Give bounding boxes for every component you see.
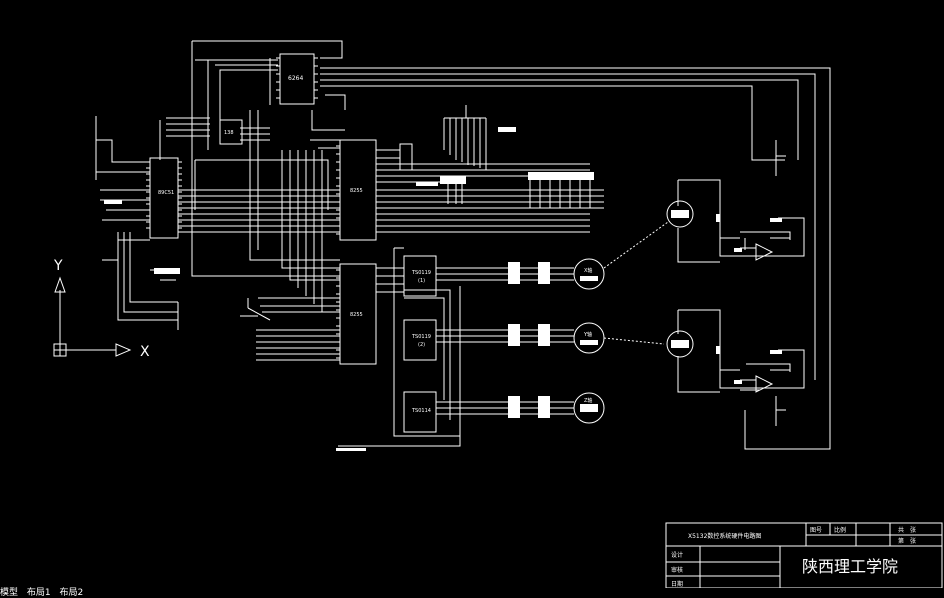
motor-y <box>573 322 605 354</box>
label-driver-2-sub: (2) <box>418 342 425 348</box>
chip-8255-top <box>339 139 377 241</box>
label-6264: 6264 <box>288 75 303 82</box>
ucs-x-label: X <box>140 344 150 360</box>
chip-pins <box>146 57 340 359</box>
chip-138 <box>219 119 243 145</box>
scale-label: 比例 <box>834 526 846 534</box>
design-label: 设计 <box>671 551 683 559</box>
label-8255-bottom: 8255 <box>350 312 363 318</box>
label-138: 138 <box>224 130 234 136</box>
op-amps <box>755 243 774 393</box>
chip-driver-2 <box>403 319 437 361</box>
institution-name: 陕西理工学院 <box>802 557 898 576</box>
label-driver-3: TS0114 <box>411 408 431 414</box>
ucs-y-label: Y <box>53 258 63 274</box>
chip-driver-3 <box>403 391 437 433</box>
motor-marks <box>580 210 689 412</box>
chip-8255-bottom <box>339 263 377 365</box>
tab-layout-2[interactable]: 布局2 <box>59 588 84 598</box>
label-driver-1-sub: (1) <box>418 278 425 284</box>
layout-tabs: 模型 布局1 布局2 <box>0 588 944 598</box>
motor-x <box>573 258 605 290</box>
drawing-title: X5132数控系统硬件电路图 <box>688 532 761 540</box>
motor-z <box>573 392 605 424</box>
tachometer-2 <box>666 330 694 358</box>
label-motor-z: Z轴 <box>584 397 592 404</box>
sheet-number-label: 第 张 <box>898 537 916 545</box>
date-label: 日期 <box>671 580 683 588</box>
chip-6264 <box>279 53 315 105</box>
review-label: 审核 <box>671 566 683 574</box>
tab-model[interactable]: 模型 <box>0 588 19 598</box>
label-motor-y: Y轴 <box>583 331 592 338</box>
component-marks <box>104 127 782 451</box>
label-driver-2: TS0119 <box>411 334 431 340</box>
connector-top <box>399 143 413 171</box>
label-8255-top: 8255 <box>350 188 363 194</box>
chip-driver-1 <box>403 255 437 297</box>
label-driver-1: TS0119 <box>411 270 431 276</box>
tachometer-1 <box>666 200 694 228</box>
ucs-icon <box>53 276 132 357</box>
total-sheets-label: 共 张 <box>898 526 916 534</box>
tab-layout-1[interactable]: 布局1 <box>26 588 51 598</box>
label-89c51: 89C51 <box>158 190 174 196</box>
label-motor-x: X轴 <box>584 267 592 274</box>
drawing-no-label: 图号 <box>810 527 822 534</box>
